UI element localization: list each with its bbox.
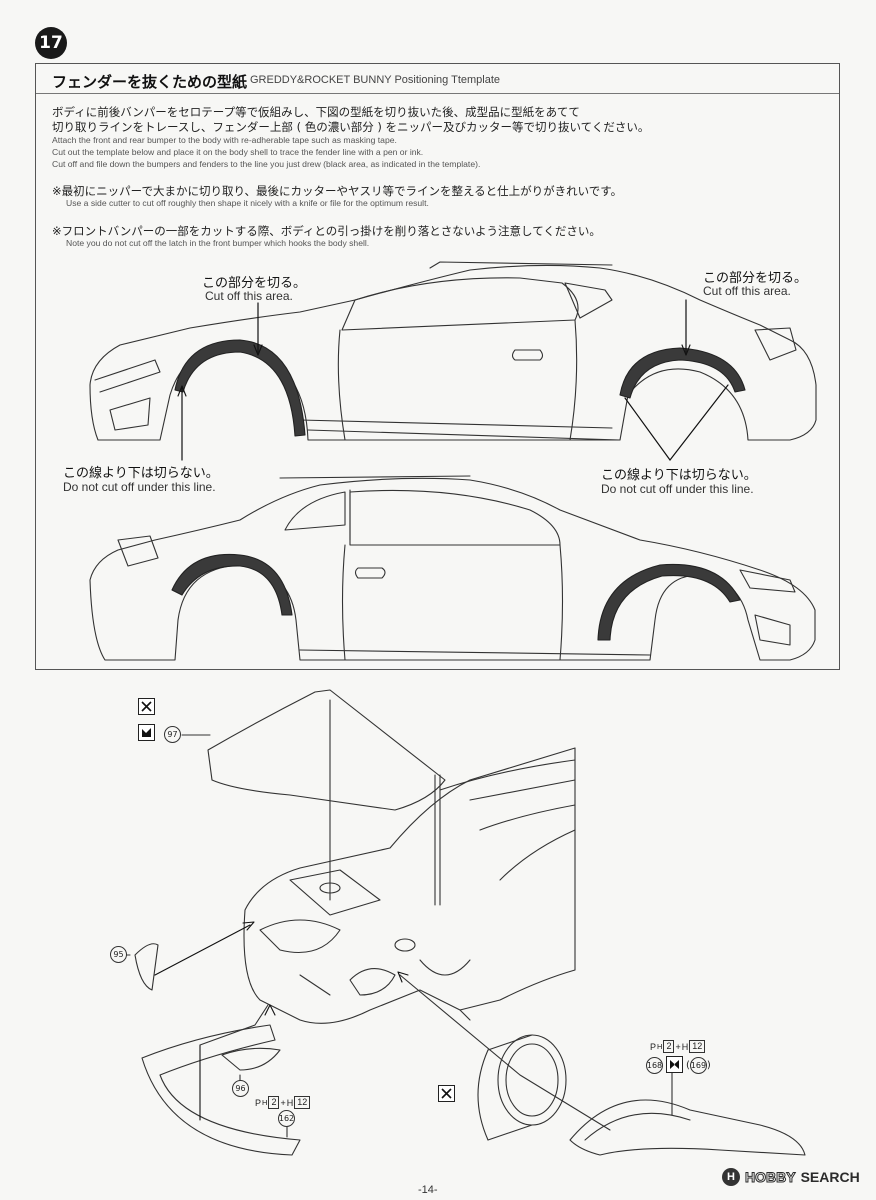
no-glue-icon	[138, 698, 155, 715]
section-title-jp: フェンダーを抜くための型紙	[52, 73, 248, 91]
hobby-search-watermark: H HOBBY SEARCH	[722, 1168, 860, 1186]
note2-en: Note you do not cut off the latch in the…	[66, 238, 370, 248]
instruction-en-line1: Attach the front and rear bumper to the …	[52, 135, 397, 145]
part-162-marker: 162	[278, 1110, 295, 1127]
template-frame	[35, 63, 840, 670]
assembly-illustration	[117, 689, 806, 1156]
glue-h-label-2: H	[681, 1041, 689, 1052]
glue-count-2: 12	[294, 1096, 311, 1109]
part-97-marker: 97	[164, 726, 181, 743]
instruction-jp-line2: 切り取りラインをトレースし、フェンダー上部 ( 色の濃い部分 ) をニッパー及び…	[52, 120, 650, 134]
glue-count-1b: 2	[663, 1040, 675, 1053]
part-168-marker: 168	[646, 1057, 663, 1074]
glue-plus: +	[280, 1097, 286, 1108]
no-cut-label-right-en: Do not cut off under this line.	[601, 482, 754, 496]
note1-en: Use a side cutter to cut off roughly the…	[66, 198, 429, 208]
instruction-jp-line1: ボディに前後バンパーをセロテープ等で仮組みし、下図の型紙を切り抜いた後、成型品に…	[52, 105, 580, 119]
part-96-marker: 96	[232, 1080, 249, 1097]
step-number-badge: 17	[35, 27, 67, 59]
cut-area-label-front-en: Cut off this area.	[205, 289, 293, 303]
part-169-group: ( 169 )	[686, 1057, 711, 1074]
watermark-text-b: SEARCH	[800, 1169, 860, 1185]
cement-icon-2	[666, 1056, 683, 1073]
watermark-logo-icon: H	[722, 1168, 740, 1186]
part-95-marker: 95	[110, 946, 127, 963]
no-cut-label-left-jp: この線より下は切らない。	[63, 466, 219, 481]
cement-icon	[138, 724, 155, 741]
part-169-marker: 169	[689, 1057, 707, 1074]
page-number: -14-	[418, 1184, 438, 1196]
glue-count-2b: 12	[689, 1040, 706, 1053]
glue-h-sub-2: H	[657, 1042, 663, 1051]
glue-h-sub: H	[262, 1098, 268, 1107]
glue-plus-2: +	[675, 1041, 681, 1052]
note1-jp: ※最初にニッパーで大まかに切り取り、最後にカッターやヤスリ等でラインを整えると仕…	[52, 184, 623, 198]
watermark-text-a: HOBBY	[745, 1169, 797, 1186]
note2-jp: ※フロントバンパーの一部をカットする際、ボディとの引っ掛けを削り落とさないよう注…	[52, 224, 601, 238]
no-cut-label-right-jp: この線より下は切らない。	[601, 468, 757, 483]
cut-area-label-rear-jp: この部分を切る。	[703, 271, 808, 286]
instruction-en-line3: Cut off and file down the bumpers and fe…	[52, 159, 481, 169]
no-cut-label-left-en: Do not cut off under this line.	[63, 480, 216, 494]
paren-close: )	[706, 1060, 711, 1071]
section-title-en: GREDDY&ROCKET BUNNY Positioning Ttemplat…	[250, 74, 501, 86]
cut-area-label-front-jp: この部分を切る。	[202, 276, 307, 291]
glue-p-label: P	[255, 1097, 262, 1108]
glue-h-label: H	[286, 1097, 294, 1108]
no-glue-icon-2	[438, 1085, 455, 1102]
glue-count-1: 2	[268, 1096, 280, 1109]
section-title-bar	[36, 64, 839, 94]
cut-area-label-rear-en: Cut off this area.	[703, 284, 791, 298]
instruction-en-line2: Cut out the template below and place it …	[52, 147, 424, 157]
glue-p-label-2: P	[650, 1041, 657, 1052]
paren-open: (	[686, 1060, 690, 1071]
